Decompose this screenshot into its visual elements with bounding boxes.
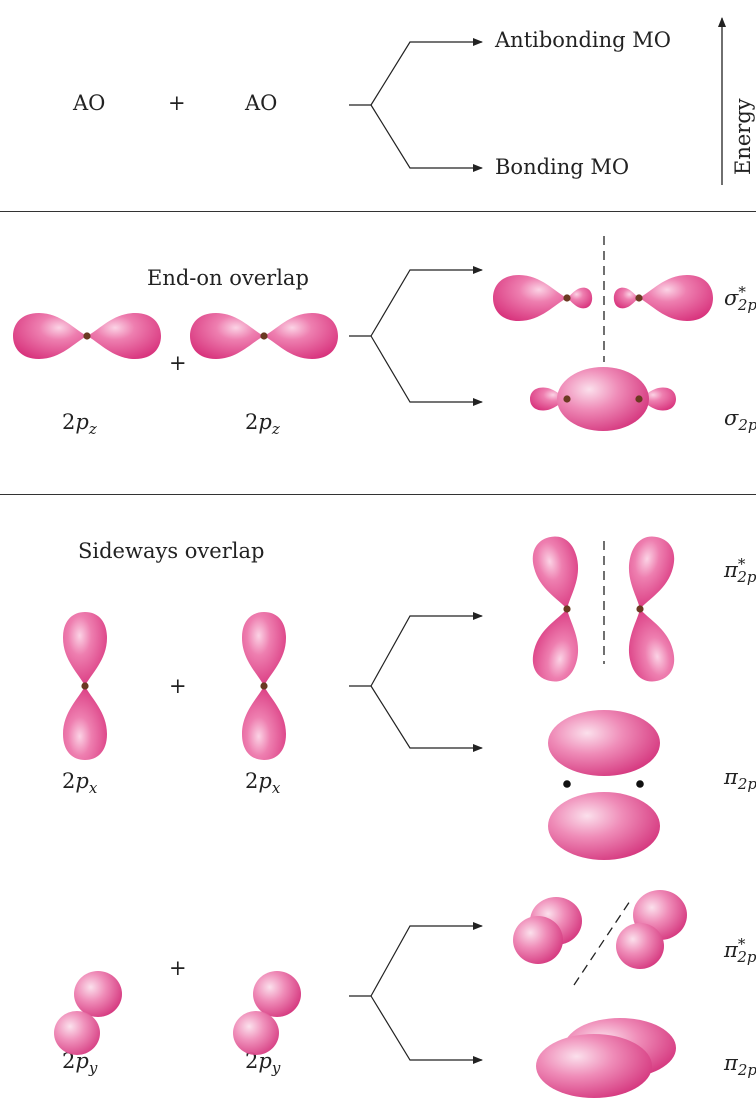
nucleus-dot [636,605,643,612]
py-orbital-right [233,971,301,1055]
nucleus-dot [635,294,642,301]
nucleus-dot [563,780,571,788]
px-orbital-right [242,612,286,760]
nucleus-dot [563,294,570,301]
nucleus-dot [563,395,570,402]
sigma-star-orbital [493,236,713,362]
pi-orbital-y [536,1018,676,1098]
nucleus-dot [260,332,267,339]
nucleus-dot [636,780,644,788]
pi-star-orbital-y [513,890,687,985]
top-splitter [349,42,482,168]
nucleus-dot [83,332,90,339]
pi-star-orbital-x [528,532,679,686]
sideways-x-splitter [349,616,482,748]
sideways-y-splitter [349,926,482,1060]
pi-orbital-x [548,710,660,860]
nucleus-dot [563,605,570,612]
px-orbital-left [63,612,107,760]
pz-orbital-right [190,313,338,359]
nucleus-dot [81,682,88,689]
nucleus-dot [635,395,642,402]
nucleus-dot [260,682,267,689]
end-on-splitter [349,270,482,402]
pz-orbital-left [13,313,161,359]
sigma-orbital [530,367,676,431]
py-orbital-left [54,971,122,1055]
